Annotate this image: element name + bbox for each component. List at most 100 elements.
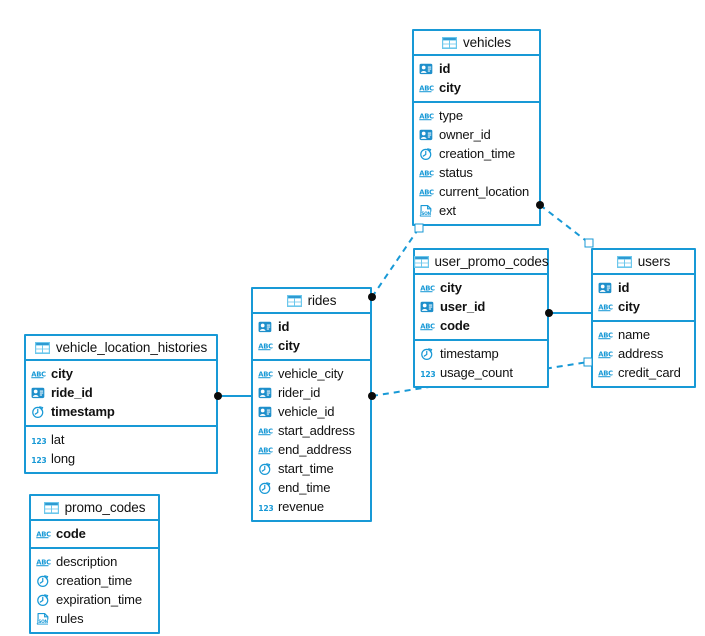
svg-text:123: 123 <box>31 455 46 464</box>
relationship-vehicles-to-user_promo_codes[interactable] <box>371 227 420 298</box>
field-vehicles-status[interactable]: ABC status <box>414 163 539 182</box>
field-promo_codes-description[interactable]: ABC description <box>31 552 158 571</box>
123-number-icon: 123 <box>31 452 46 466</box>
field-promo_codes-rules[interactable]: JSON rules <box>31 609 158 628</box>
field-user_promo_codes-code[interactable]: ABC code <box>415 316 547 335</box>
field-promo_codes-code[interactable]: ABC code <box>31 524 158 543</box>
field-label: rider_id <box>278 385 321 400</box>
field-user_promo_codes-user_id[interactable]: user_id <box>415 297 547 316</box>
field-vehicles-ext[interactable]: JSON ext <box>414 201 539 220</box>
field-label: expiration_time <box>56 592 142 607</box>
field-label: creation_time <box>439 146 516 161</box>
svg-text:ABC: ABC <box>598 369 613 377</box>
entity-header: users <box>593 250 694 275</box>
field-vehicle_location_histories-timestamp[interactable]: timestamp <box>26 402 216 421</box>
json-document-icon: JSON <box>419 204 434 218</box>
primary-key-group: ABC city ride_id timestamp <box>26 361 216 425</box>
field-users-name[interactable]: ABC name <box>593 325 694 344</box>
entity-title-vehicle_location_histories: vehicle_location_histories <box>55 340 208 355</box>
relationship-target-square-vehicles-to-users[interactable] <box>584 238 594 248</box>
svg-text:ABC: ABC <box>36 530 51 538</box>
relationship-source-dot-vehicles-to-users[interactable] <box>536 201 544 209</box>
field-rides-city[interactable]: ABC city <box>253 336 370 355</box>
abc-string-icon: ABC <box>258 424 273 438</box>
field-user_promo_codes-timestamp[interactable]: timestamp <box>415 344 547 363</box>
field-group: timestamp 123 usage_count <box>415 339 547 386</box>
field-rides-rider_id[interactable]: rider_id <box>253 383 370 402</box>
field-label: city <box>618 299 640 314</box>
field-label: code <box>440 318 470 333</box>
field-rides-revenue[interactable]: 123 revenue <box>253 497 370 516</box>
field-label: city <box>51 366 73 381</box>
person-badge-reference-icon <box>420 300 435 314</box>
svg-text:ABC: ABC <box>598 331 613 339</box>
abc-string-icon: ABC <box>258 443 273 457</box>
field-vehicles-city[interactable]: ABC city <box>414 78 539 97</box>
field-vehicle_location_histories-city[interactable]: ABC city <box>26 364 216 383</box>
123-number-icon: 123 <box>31 433 46 447</box>
table-grid-icon <box>413 255 429 268</box>
field-rides-end_address[interactable]: ABC end_address <box>253 440 370 459</box>
entity-table-user_promo_codes[interactable]: user_promo_codes ABC city user_id ABC co… <box>413 248 549 388</box>
entity-table-vehicle_location_histories[interactable]: vehicle_location_histories ABC city ride… <box>24 334 218 474</box>
svg-text:123: 123 <box>31 436 46 445</box>
relationship-source-dot-rides-to-users[interactable] <box>368 392 376 400</box>
field-users-credit_card[interactable]: ABC credit_card <box>593 363 694 382</box>
field-promo_codes-creation_time[interactable]: creation_time <box>31 571 158 590</box>
field-vehicle_location_histories-lat[interactable]: 123 lat <box>26 430 216 449</box>
field-label: city <box>440 280 462 295</box>
svg-text:123: 123 <box>420 369 435 378</box>
clock-timestamp-icon <box>36 574 51 588</box>
field-group: ABC vehicle_city rider_id vehicle_id ABC… <box>253 359 370 520</box>
entity-header: promo_codes <box>31 496 158 521</box>
relationship-source-dot-user_promo_codes-to-users[interactable] <box>545 309 553 317</box>
field-vehicle_location_histories-long[interactable]: 123 long <box>26 449 216 468</box>
abc-string-icon: ABC <box>598 366 613 380</box>
field-label: revenue <box>278 499 324 514</box>
field-rides-vehicle_city[interactable]: ABC vehicle_city <box>253 364 370 383</box>
person-badge-reference-icon <box>419 62 434 76</box>
entity-title-promo_codes: promo_codes <box>64 500 146 515</box>
field-label: id <box>618 280 630 295</box>
field-vehicle_location_histories-ride_id[interactable]: ride_id <box>26 383 216 402</box>
entity-table-users[interactable]: users id ABC city ABC name ABC address A… <box>591 248 696 388</box>
entity-table-rides[interactable]: rides id ABC city ABC vehicle_city rider… <box>251 287 372 522</box>
field-label: vehicle_id <box>278 404 335 419</box>
entity-table-promo_codes[interactable]: promo_codes ABC code ABC description cre… <box>29 494 160 634</box>
field-vehicles-creation_time[interactable]: creation_time <box>414 144 539 163</box>
field-promo_codes-expiration_time[interactable]: expiration_time <box>31 590 158 609</box>
svg-text:ABC: ABC <box>31 370 46 378</box>
field-vehicles-owner_id[interactable]: owner_id <box>414 125 539 144</box>
entity-title-vehicles: vehicles <box>463 35 511 50</box>
relationship-source-dot-vehicles-to-user_promo_codes[interactable] <box>368 293 376 301</box>
field-vehicles-type[interactable]: ABC type <box>414 106 539 125</box>
svg-text:ABC: ABC <box>258 370 273 378</box>
relationship-source-dot-vehicle_location_histories-to-rides[interactable] <box>214 392 222 400</box>
relationship-target-square-vehicles-to-user_promo_codes[interactable] <box>414 223 424 233</box>
field-user_promo_codes-usage_count[interactable]: 123 usage_count <box>415 363 547 382</box>
entity-table-vehicles[interactable]: vehicles id ABC city ABC type owner_id c… <box>412 29 541 226</box>
field-users-city[interactable]: ABC city <box>593 297 694 316</box>
table-grid-icon <box>286 294 302 307</box>
field-group: ABC name ABC address ABC credit_card <box>593 320 694 386</box>
field-rides-id[interactable]: id <box>253 317 370 336</box>
field-rides-start_time[interactable]: start_time <box>253 459 370 478</box>
field-users-id[interactable]: id <box>593 278 694 297</box>
field-rides-start_address[interactable]: ABC start_address <box>253 421 370 440</box>
abc-string-icon: ABC <box>419 109 434 123</box>
field-label: code <box>56 526 86 541</box>
primary-key-group: ABC code <box>31 521 158 547</box>
field-vehicles-id[interactable]: id <box>414 59 539 78</box>
relationship-target-square-rides-to-users[interactable] <box>583 357 593 367</box>
field-label: rules <box>56 611 84 626</box>
field-label: start_time <box>278 461 334 476</box>
svg-text:ABC: ABC <box>258 427 273 435</box>
person-badge-reference-icon <box>419 128 434 142</box>
entity-header: vehicles <box>414 31 539 56</box>
relationship-vehicles-to-users[interactable] <box>539 204 590 244</box>
field-rides-end_time[interactable]: end_time <box>253 478 370 497</box>
field-user_promo_codes-city[interactable]: ABC city <box>415 278 547 297</box>
field-vehicles-current_location[interactable]: ABC current_location <box>414 182 539 201</box>
field-users-address[interactable]: ABC address <box>593 344 694 363</box>
field-rides-vehicle_id[interactable]: vehicle_id <box>253 402 370 421</box>
